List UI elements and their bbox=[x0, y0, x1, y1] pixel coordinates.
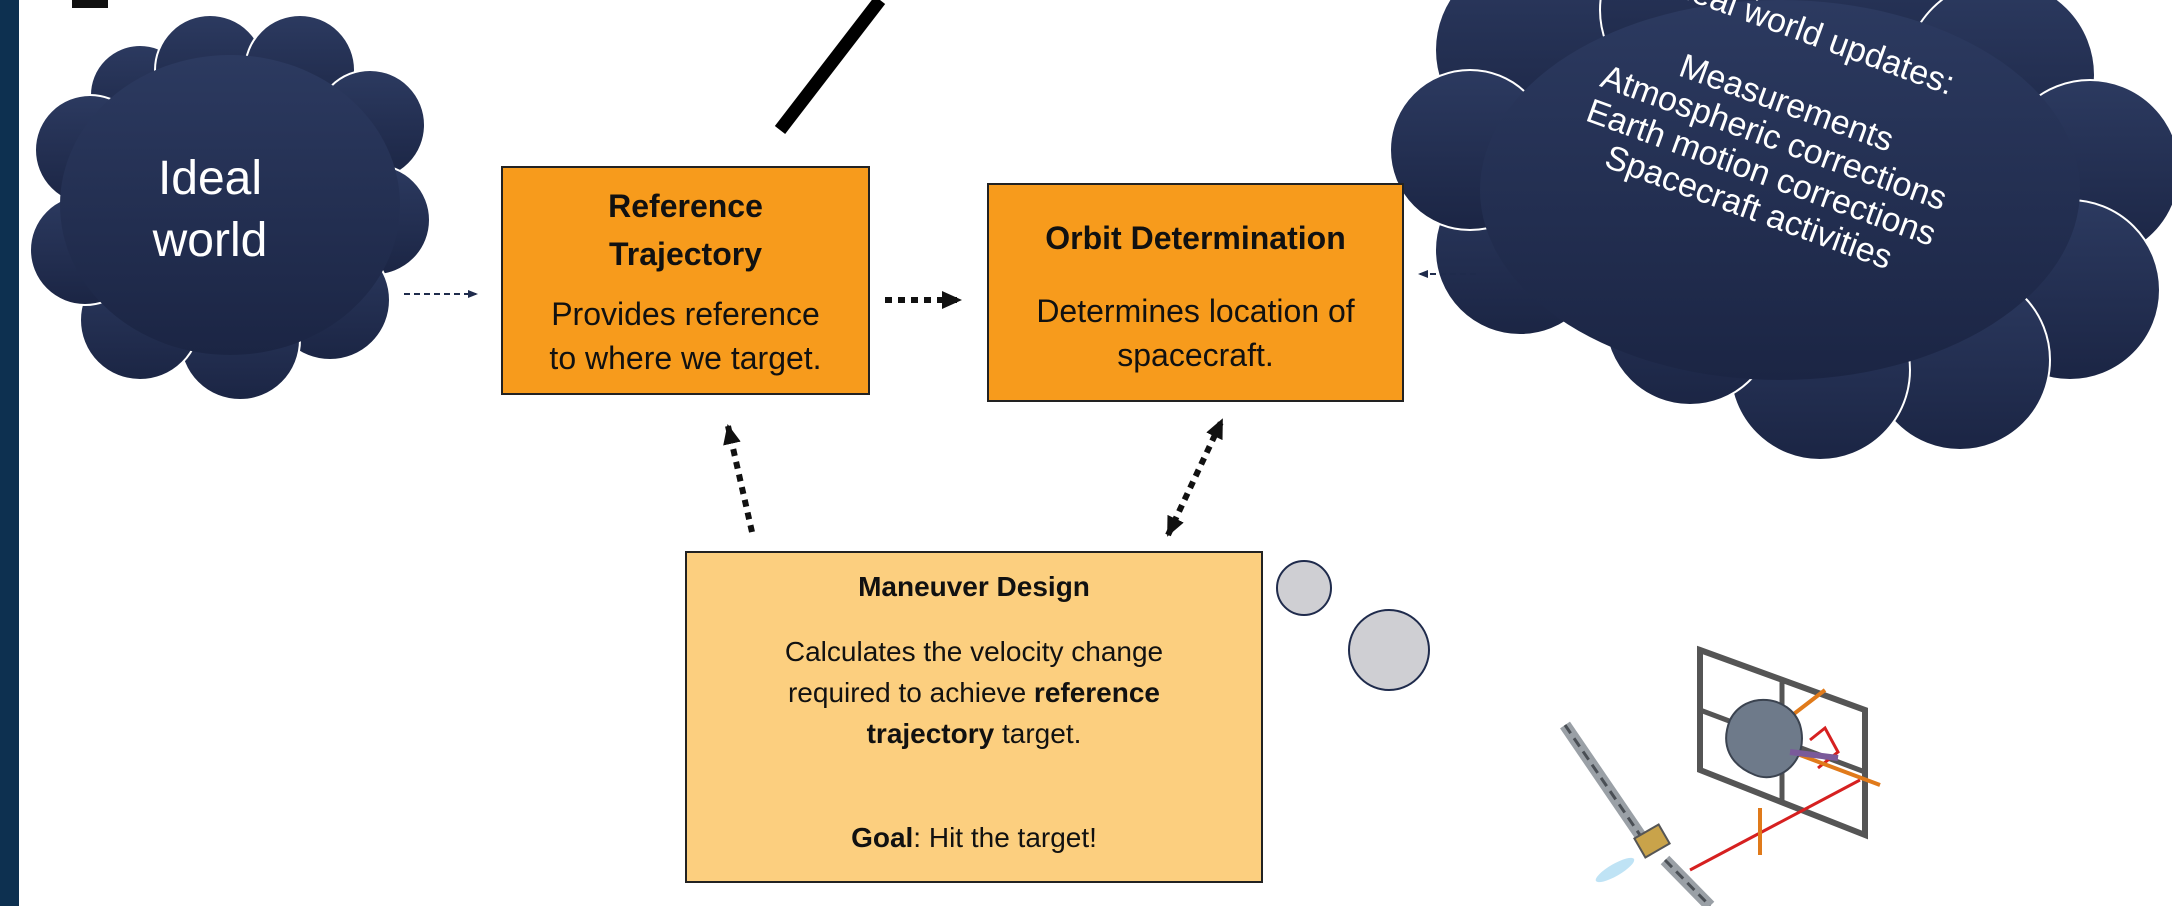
diagonal-line bbox=[774, 0, 886, 134]
reference-body-line1: Provides reference bbox=[551, 296, 820, 332]
orbit-determination-title: Orbit Determination bbox=[1045, 220, 1346, 256]
left-accent-bar bbox=[0, 0, 19, 906]
reference-body-line2: to where we target. bbox=[549, 340, 822, 376]
orbit-maneuver-arrow bbox=[1165, 418, 1225, 537]
reference-trajectory-body: Provides reference to where we target. bbox=[549, 292, 821, 380]
maneuver-to-reference-arrow bbox=[723, 424, 755, 533]
maneuver-design-title: Maneuver Design bbox=[858, 571, 1090, 602]
maneuver-goal-label: Goal bbox=[851, 822, 914, 853]
reference-trajectory-title: Reference Trajectory bbox=[608, 182, 763, 278]
real-world-cloud bbox=[1389, 0, 2172, 461]
ideal-world-cloud bbox=[29, 14, 431, 401]
maneuver-goal: Goal: Hit the target! bbox=[851, 818, 1097, 858]
maneuver-body-line2-bold: reference bbox=[1033, 677, 1161, 708]
title-fragment bbox=[72, 0, 108, 8]
reference-trajectory-box: Reference Trajectory Provides reference … bbox=[501, 166, 870, 395]
spacecraft-icon bbox=[1560, 721, 1715, 906]
maneuver-body-line1: Calculates the velocity change bbox=[784, 636, 1164, 667]
orbit-body-line1: Determines location of bbox=[1036, 293, 1355, 329]
asteroid-target-icon bbox=[1689, 645, 1881, 872]
orbit-determination-box: Orbit Determination Determines location … bbox=[987, 183, 1404, 402]
maneuver-body-line3: trajectory target. bbox=[785, 713, 1163, 754]
reference-title-line2: Trajectory bbox=[609, 236, 762, 272]
ideal-world-line2: world bbox=[152, 214, 268, 267]
maneuver-body-line3-bold: trajectory bbox=[866, 718, 995, 749]
ideal-world-line1: Ideal bbox=[157, 152, 263, 205]
ideal-world-label: Ideal world bbox=[140, 148, 280, 272]
maneuver-design-box: Maneuver Design Calculates the velocity … bbox=[685, 551, 1263, 883]
maneuver-body-line3-text: target. bbox=[994, 718, 1082, 749]
thought-bubble-small bbox=[1276, 560, 1332, 616]
thought-bubble-large bbox=[1348, 609, 1430, 691]
maneuver-body-line2: required to achieve reference bbox=[785, 672, 1163, 713]
maneuver-design-body: Calculates the velocity change required … bbox=[785, 631, 1163, 754]
orbit-body-line2: spacecraft. bbox=[1117, 337, 1274, 373]
maneuver-goal-text: : Hit the target! bbox=[913, 822, 1097, 853]
maneuver-body-line2-text: required to achieve bbox=[787, 677, 1034, 708]
reference-title-line1: Reference bbox=[608, 188, 763, 224]
orbit-determination-body: Determines location of spacecraft. bbox=[1036, 289, 1354, 377]
